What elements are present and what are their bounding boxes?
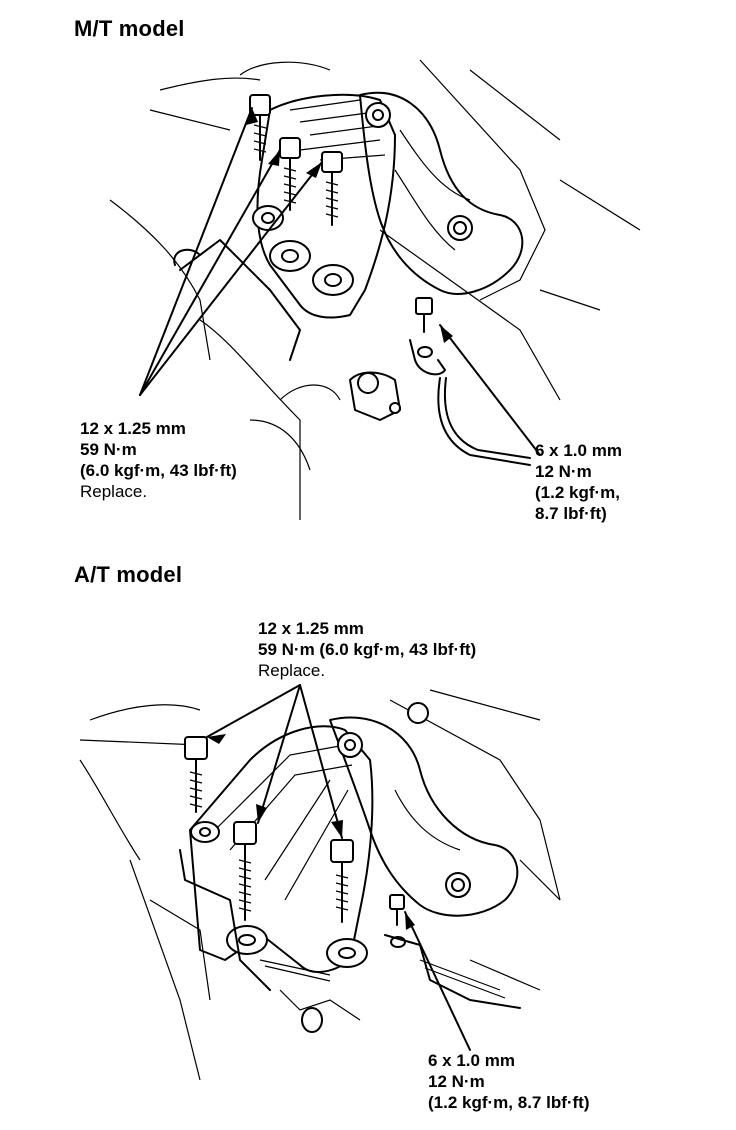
mt-ground-bolt-torque-alt-1: (1.2 kgf·m, [535,483,621,502]
at-mount-bolt-torque: 59 N·m (6.0 kgf·m, 43 lbf·ft) [258,640,477,659]
mt-mount-bolt-2 [279,137,301,211]
at-ground-bolt-callout: 6 x 1.0 mm 12 N·m (1.2 kgf·m, 8.7 lbf·ft… [428,1050,590,1113]
at-mount-bolt-2 [233,821,257,921]
at-ground-bolt-size: 6 x 1.0 mm [428,1051,515,1070]
at-mount-bolt-1 [184,736,208,813]
mt-section-title: M/T model [74,16,185,41]
mt-illustration [109,59,641,520]
mt-ground-bolt [415,297,433,358]
mt-mount-bolt-callout: 12 x 1.25 mm 59 N·m (6.0 kgf·m, 43 lbf·f… [80,418,237,502]
mt-ground-bolt-size: 6 x 1.0 mm [535,441,622,460]
mt-mount-bolt-torque: 59 N·m [80,440,137,459]
mt-mount-bolt-size: 12 x 1.25 mm [80,419,186,438]
mt-mount-bolt-note: Replace. [80,482,148,501]
at-ground-bolt [389,894,406,948]
at-mount-bolt-size: 12 x 1.25 mm [258,619,364,638]
mt-ground-bolt-torque: 12 N·m [535,462,592,481]
at-ground-bolt-torque: 12 N·m [428,1072,485,1091]
mt-mount-bolt-3 [321,151,343,226]
at-illustration [79,684,561,1081]
mt-mount-bolt-1 [249,94,271,161]
mt-mount-bolt-torque-alt: (6.0 kgf·m, 43 lbf·ft) [80,461,237,480]
at-mount-bolt-callout: 12 x 1.25 mm 59 N·m (6.0 kgf·m, 43 lbf·f… [258,618,476,681]
at-mount-bolt-note: Replace. [258,661,326,680]
mt-ground-bolt-torque-alt-2: 8.7 lbf·ft) [535,504,607,523]
at-section-title: A/T model [74,562,183,587]
at-mount-bolt-3 [330,839,354,923]
at-ground-bolt-torque-alt: (1.2 kgf·m, 8.7 lbf·ft) [428,1093,590,1112]
mt-ground-bolt-callout: 6 x 1.0 mm 12 N·m (1.2 kgf·m, 8.7 lbf·ft… [535,440,622,524]
